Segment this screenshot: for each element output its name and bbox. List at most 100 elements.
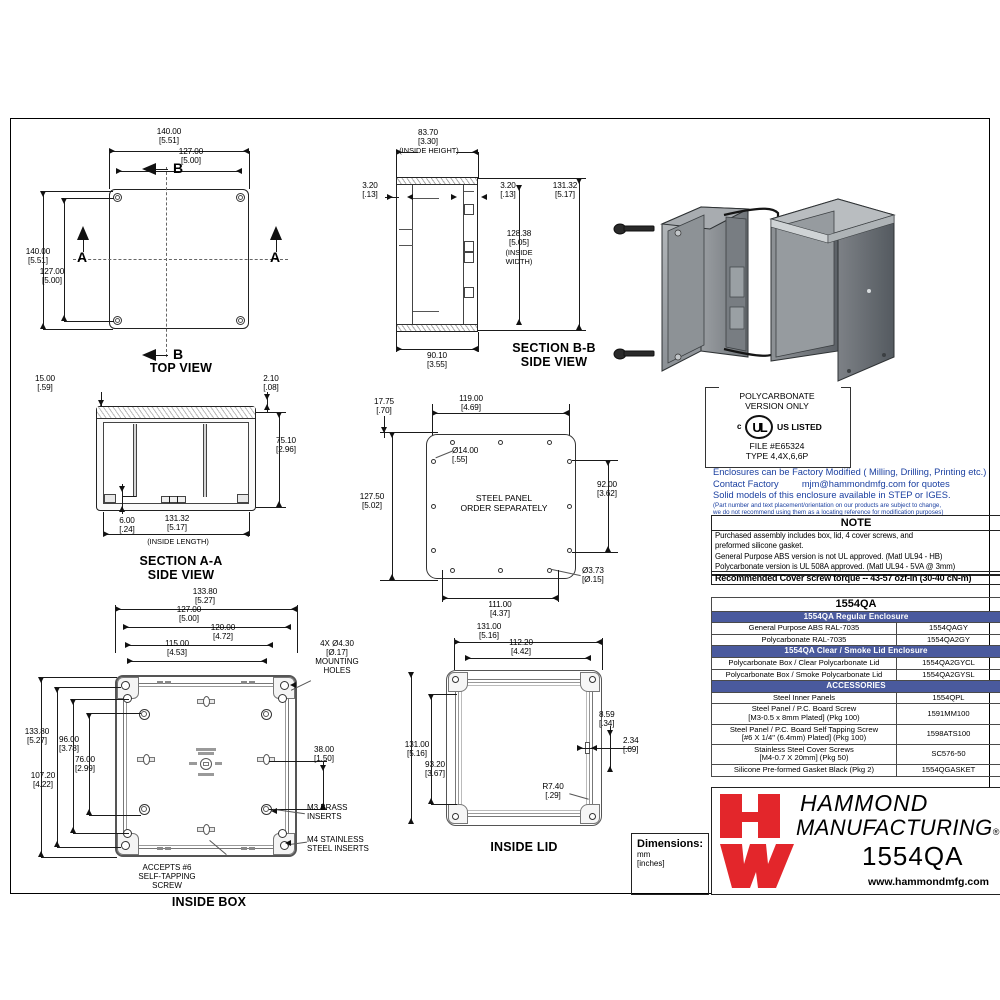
molded-logo-mark [189,747,223,781]
section-aa-boss: 6.00[.24] [119,516,135,535]
inside-box-d115: 115.00[4.53] [165,639,189,658]
steel-panel-label-1: STEEL PANEL [475,493,533,503]
section-aa-view: 15.00[.59] 2.10[.08] 75.10[2.96] [11,374,341,582]
factory-line2-b: mjm@hammondmfg.com for quotes [801,478,950,489]
ul-bracket-tr [841,387,851,388]
section-bb-overall-height: 90.10[3.55] [427,351,447,370]
ul-file: FILE #E65324 [749,441,805,451]
steel-panel-hole-small: Ø3.73[Ø.15] [582,566,604,585]
ul-mark-c: c [737,422,742,431]
inside-box-v96: 96.00[3.78] [59,735,79,754]
brand-registered: ® [992,827,1000,837]
inside-lid-height: 131.00[5.16] [404,740,430,759]
parts-section-header-row: 1554QA Regular Enclosure [711,610,1000,624]
table-row: Steel Panel / P.C. Board Self Tapping Sc… [711,723,1000,745]
ul-bracket-tl [705,387,715,388]
parts-section-header-row: ACCESSORIES [711,680,1000,693]
section-aa-title-line2: SIDE VIEW [147,568,215,582]
top-view-title: TOP VIEW [149,361,213,375]
inside-box-mount-holes-callout: 4X Ø4.30 [Ø.17] MOUNTING HOLES [315,639,359,675]
steel-panel-hole-large: Ø14.00[.55] [452,446,479,465]
enclosure-3d-svg [613,198,896,382]
part-number: 1554QA2GY [895,633,1000,647]
inside-box-view: 133.80[5.27] 127.00[5.00] 120.00[4.72] 1… [11,587,371,909]
ul-bracket-l [705,387,706,467]
mounting-hole [123,694,132,703]
part-number: 1554QA2GYCL [895,656,1000,670]
parts-section-header: 1554QA Regular Enclosure [711,610,1000,624]
top-view-height-holes: 127.00[5.00] [39,267,65,286]
inside-box-d133: 133.80[5.27] [192,587,218,606]
note-line4: Polycarbonate version is UL 508A approve… [712,562,1000,575]
part-desc: Steel Panel / P.C. Board Screw [M3-0.5 x… [711,703,897,725]
box-3d [769,198,896,382]
mounting-hole [278,694,287,703]
ul-bracket-r [850,387,851,467]
ul-mark-us-listed: US LISTED [777,422,822,432]
note-heading: NOTE [712,516,1000,531]
part-desc: Silicone Pre-formed Gasket Black (Pkg 2) [711,763,897,777]
section-aa-lid-thickness: 2.10[.08] [263,374,279,393]
factory-line1: Enclosures can be Factory Modified ( Mil… [713,467,987,477]
part-number: 1554QAGY [895,622,1000,635]
note-line2: preformed silicone gasket. [715,541,804,551]
section-line-b [166,167,167,357]
part-desc: Stainless Steel Cover Screws [M4-0.7 X 2… [711,743,897,765]
lid-screw-hole [452,813,459,820]
torque-note: Recommended Cover screw torque -- 43-57 … [711,571,1000,585]
table-row: Stainless Steel Cover Screws [M4-0.7 X 2… [711,743,1000,765]
steel-panel-height-right: 92.00[3.62] [597,480,617,499]
mounting-hole [121,681,130,690]
factory-small1: (Part number and text placement/orientat… [713,501,942,509]
section-bb-wall-right: 3.20[.13] [500,181,516,200]
inside-box-v76: 76.00[2.99] [75,755,95,774]
factory-small2: we do not recommend using them as a loca… [713,509,944,517]
inside-box-d120: 120.00[4.72] [210,623,236,642]
table-row: Polycarbonate RAL-7035 1554QA2GY [711,633,1000,647]
inside-lid-width: 131.00[5.16] [476,622,502,641]
note-block: NOTE Purchased assembly includes box, li… [711,515,1000,576]
top-view: 140.00[5.51] 127.00[5.00] B [11,119,341,379]
table-row: Steel Panel / P.C. Board Screw [M3-0.5 x… [711,703,1000,725]
dimensions-label: Dimensions: [637,838,704,850]
mounting-hole [278,829,287,838]
inside-lid-859: 8.59[.34] [599,710,615,729]
section-aa-inside-length: 131.32[5.17] [164,514,190,533]
steel-panel-offset-left: 17.75[.70] [374,397,394,416]
brand-part-number: 1554QA [862,841,964,871]
section-line-a [73,259,288,260]
steel-panel-width-top: 119.00[4.69] [459,394,483,413]
ul-listing-block: POLYCARBONATE VERSION ONLY c UL US LISTE… [711,391,843,461]
inside-box-v133: 133.80[5.27] [24,727,50,746]
part-desc: Steel Panel / P.C. Board Self Tapping Sc… [711,723,897,745]
inside-lid-outline [446,670,602,826]
parts-table-title-row: 1554QA [711,597,1000,612]
dimensions-units-mm: mm [637,850,651,859]
title-block: HAMMOND MANUFACTURING® 1554QA www.hammon… [711,787,1000,895]
section-aa-lip-left: 15.00[.59] [35,374,55,393]
note-line1: Purchased assembly includes box, lid, 4 … [715,531,913,540]
inside-box-v107: 107.20[4.22] [30,771,56,790]
inside-lid-112: 112.20[4.42] [509,638,533,657]
part-number: SC576-50 [895,743,1000,765]
inside-box-d127: 127.00[5.00] [176,605,202,624]
inside-box-title: INSIDE BOX [171,895,247,909]
lid-3d [660,206,750,372]
section-bb-outer-width: 131.32[5.17] [552,181,578,200]
dimensions-units-in: [inches] [637,859,665,868]
section-aa-title-line1: SECTION A-A [139,554,223,568]
table-row: Polycarbonate Box / Clear Polycarbonate … [711,656,1000,670]
part-desc: Polycarbonate Box / Clear Polycarbonate … [711,656,897,670]
section-bb-title-line1: SECTION B-B [512,341,596,355]
part-number: 1554QPL [895,691,1000,705]
brand-name-line2: MANUFACTURING® [796,815,1000,840]
ul-line1: POLYCARBONATE [739,391,815,401]
part-number: 1554QA2GYSL [895,668,1000,682]
section-bb-view: 83.70[3.30] (INSIDE HEIGHT) 3.20[.13] [351,119,621,379]
ul-type: TYPE 4,4X,6,6P [745,451,809,461]
top-view-height-overall: 140.00[5.51] [25,247,51,266]
section-label-a-right: A [270,249,281,265]
steel-panel-outline [426,434,576,579]
part-desc: Steel Inner Panels [711,691,897,705]
